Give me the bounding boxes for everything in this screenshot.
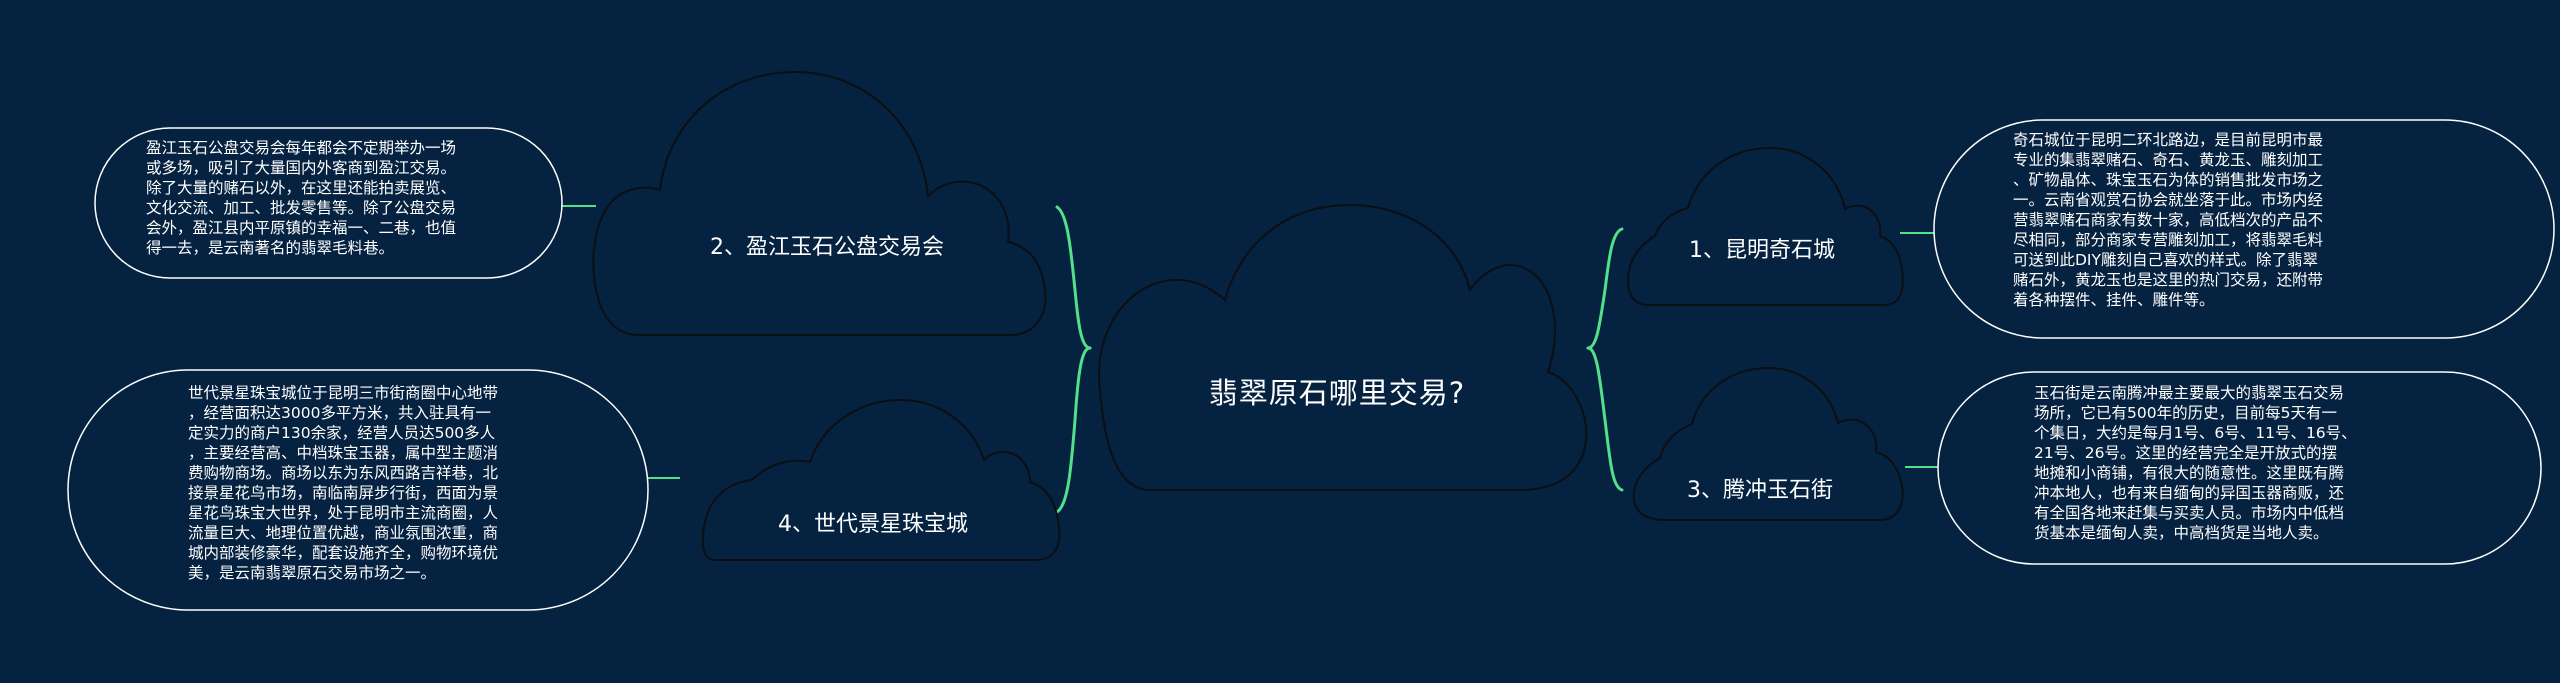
root-cloud xyxy=(1098,203,1588,491)
topic-1-cloud xyxy=(1626,146,1904,306)
note-box-2 xyxy=(94,127,563,279)
topic-1-label[interactable]: 1、昆明奇石城 xyxy=(1689,238,1835,263)
topic-2-note: 盈江玉石公盘交易会每年都会不定期举办一场 或多场，吸引了大量国内外客商到盈江交易… xyxy=(146,139,457,257)
root-topic-label[interactable]: 翡翠原石哪里交易? xyxy=(1208,376,1466,410)
topic-3-note: 玉石街是云南腾冲最主要最大的翡翠玉石交易 场所，它已有500年的历史，目前每5天… xyxy=(2034,384,2357,542)
connector-root-topic-1 xyxy=(1586,227,1624,350)
note-connectors xyxy=(562,205,1938,479)
note-box-4 xyxy=(67,369,649,611)
topic-3-cloud xyxy=(1632,366,1904,521)
topic-4-note: 世代景星珠宝城位于昆明三市街商圈中心地带 ，经营面积达3000多平方米，共入驻具… xyxy=(188,384,499,582)
connector-root-topic-4 xyxy=(1055,346,1092,514)
topic-4-label[interactable]: 4、世代景星珠宝城 xyxy=(778,512,968,537)
connectors xyxy=(1055,205,1624,514)
topic-2-label[interactable]: 2、盈江玉石公盘交易会 xyxy=(710,235,944,260)
topic-3-label[interactable]: 3、腾冲玉石街 xyxy=(1687,478,1833,503)
note-box-3 xyxy=(1937,371,2542,565)
note-pills xyxy=(67,119,2555,611)
topic-1-note: 奇石城位于昆明二环北路边，是目前昆明市最 专业的集翡翠赌石、奇石、黄龙玉、雕刻加… xyxy=(2013,131,2324,309)
topic-2-cloud xyxy=(592,70,1047,336)
connector-root-topic-3 xyxy=(1586,346,1624,492)
connector-root-topic-2 xyxy=(1055,205,1092,350)
note-box-1 xyxy=(1933,119,2555,339)
topic-4-cloud xyxy=(701,398,1061,561)
cloud-shapes xyxy=(592,70,1904,561)
